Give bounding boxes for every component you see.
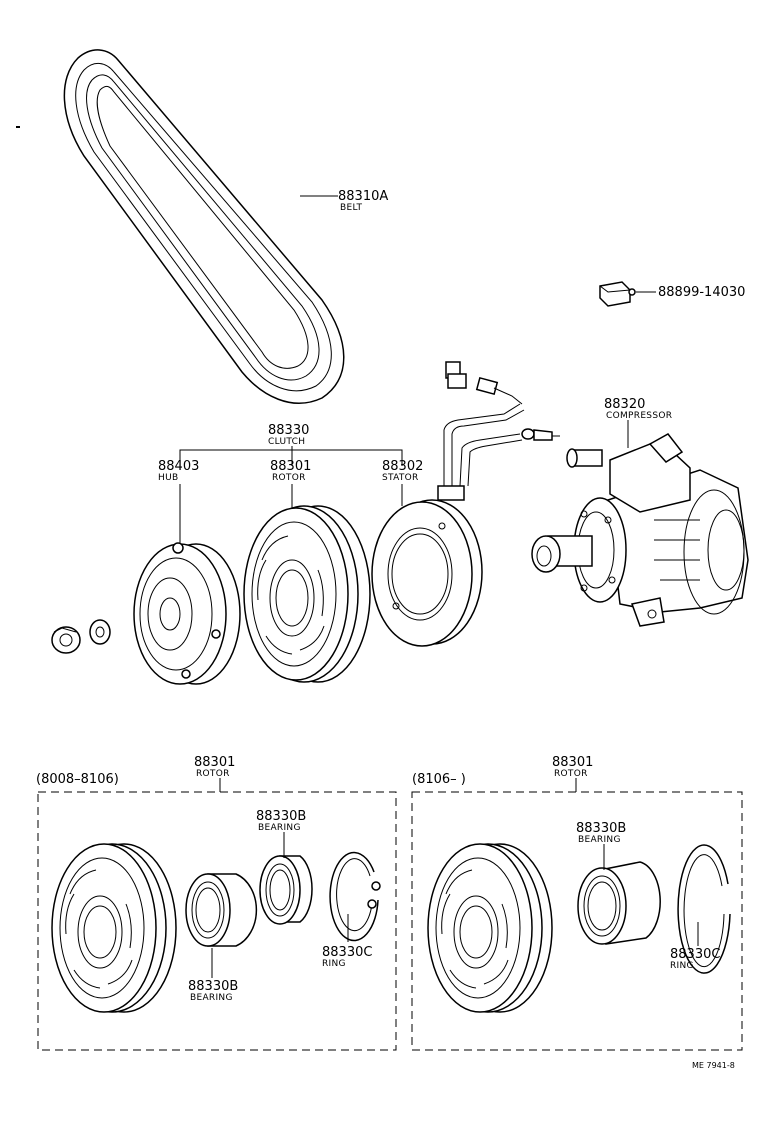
- right-box-ring-part-number: 88330C: [670, 947, 720, 962]
- stator-part-number: 88302: [382, 459, 423, 474]
- right-box-bearing-part-number: 88330B: [576, 821, 626, 836]
- stator-name: STATOR: [382, 473, 419, 483]
- rotor-name: ROTOR: [272, 473, 306, 483]
- connector-illustration: [599, 281, 636, 307]
- left-box-ring-illustration: [329, 851, 381, 942]
- rotor-illustration: [243, 505, 371, 683]
- right-box-ring-name: RING: [670, 961, 694, 971]
- stator-illustration: [371, 499, 483, 647]
- clutch-name: CLUTCH: [268, 437, 305, 447]
- right-box-rotor-name: ROTOR: [554, 769, 588, 779]
- hub-name: HUB: [158, 473, 178, 483]
- left-box-rotor-illustration: [51, 843, 177, 1013]
- belt-illustration: [63, 49, 345, 404]
- left-box-rotor-part-number: 88301: [194, 755, 235, 770]
- compressor-part-number: 88320: [604, 397, 645, 412]
- right-box-rotor-illustration: [427, 843, 553, 1013]
- compressor-illustration: [531, 433, 749, 627]
- rotor-part-number: 88301: [270, 459, 311, 474]
- left-box-bearing-bottom-part-number: 88330B: [188, 979, 238, 994]
- left-box-ring-part-number: 88330C: [322, 945, 372, 960]
- right-box-ring-illustration: [677, 844, 731, 974]
- right-box-rotor-part-number: 88301: [552, 755, 593, 770]
- washer-illustration: [89, 619, 111, 645]
- left-box-bearing-bottom-illustration: [185, 873, 258, 947]
- left-box-ring-name: RING: [322, 959, 346, 969]
- stray-mark: [16, 126, 20, 128]
- clutch-part-number: 88330: [268, 423, 309, 438]
- left-box-bearing-bottom-name: BEARING: [190, 993, 233, 1003]
- hub-part-number: 88403: [158, 459, 199, 474]
- left-box-date-range: (8008–8106): [36, 772, 119, 787]
- right-box-bearing-name: BEARING: [578, 835, 621, 845]
- right-box-frame: [411, 791, 743, 1051]
- connector-part-number: 88899-14030: [658, 285, 745, 300]
- right-box-date-range: (8106– ): [412, 772, 466, 787]
- left-box-bearing-top-part-number: 88330B: [256, 809, 306, 824]
- left-box-bearing-top-illustration: [259, 855, 313, 925]
- nut-illustration: [51, 626, 81, 654]
- right-box-bearing-illustration: [577, 861, 661, 945]
- belt-part-number: 88310A: [338, 189, 388, 204]
- left-box-frame: [37, 791, 397, 1051]
- hub-illustration: [133, 542, 241, 685]
- compressor-name: COMPRESSOR: [606, 411, 672, 421]
- stator-wire-illustration: [437, 361, 560, 501]
- left-box-bearing-top-name: BEARING: [258, 823, 301, 833]
- belt-name: BELT: [340, 203, 363, 213]
- left-box-rotor-name: ROTOR: [196, 769, 230, 779]
- diagram-code: ME 7941-8: [692, 1061, 735, 1070]
